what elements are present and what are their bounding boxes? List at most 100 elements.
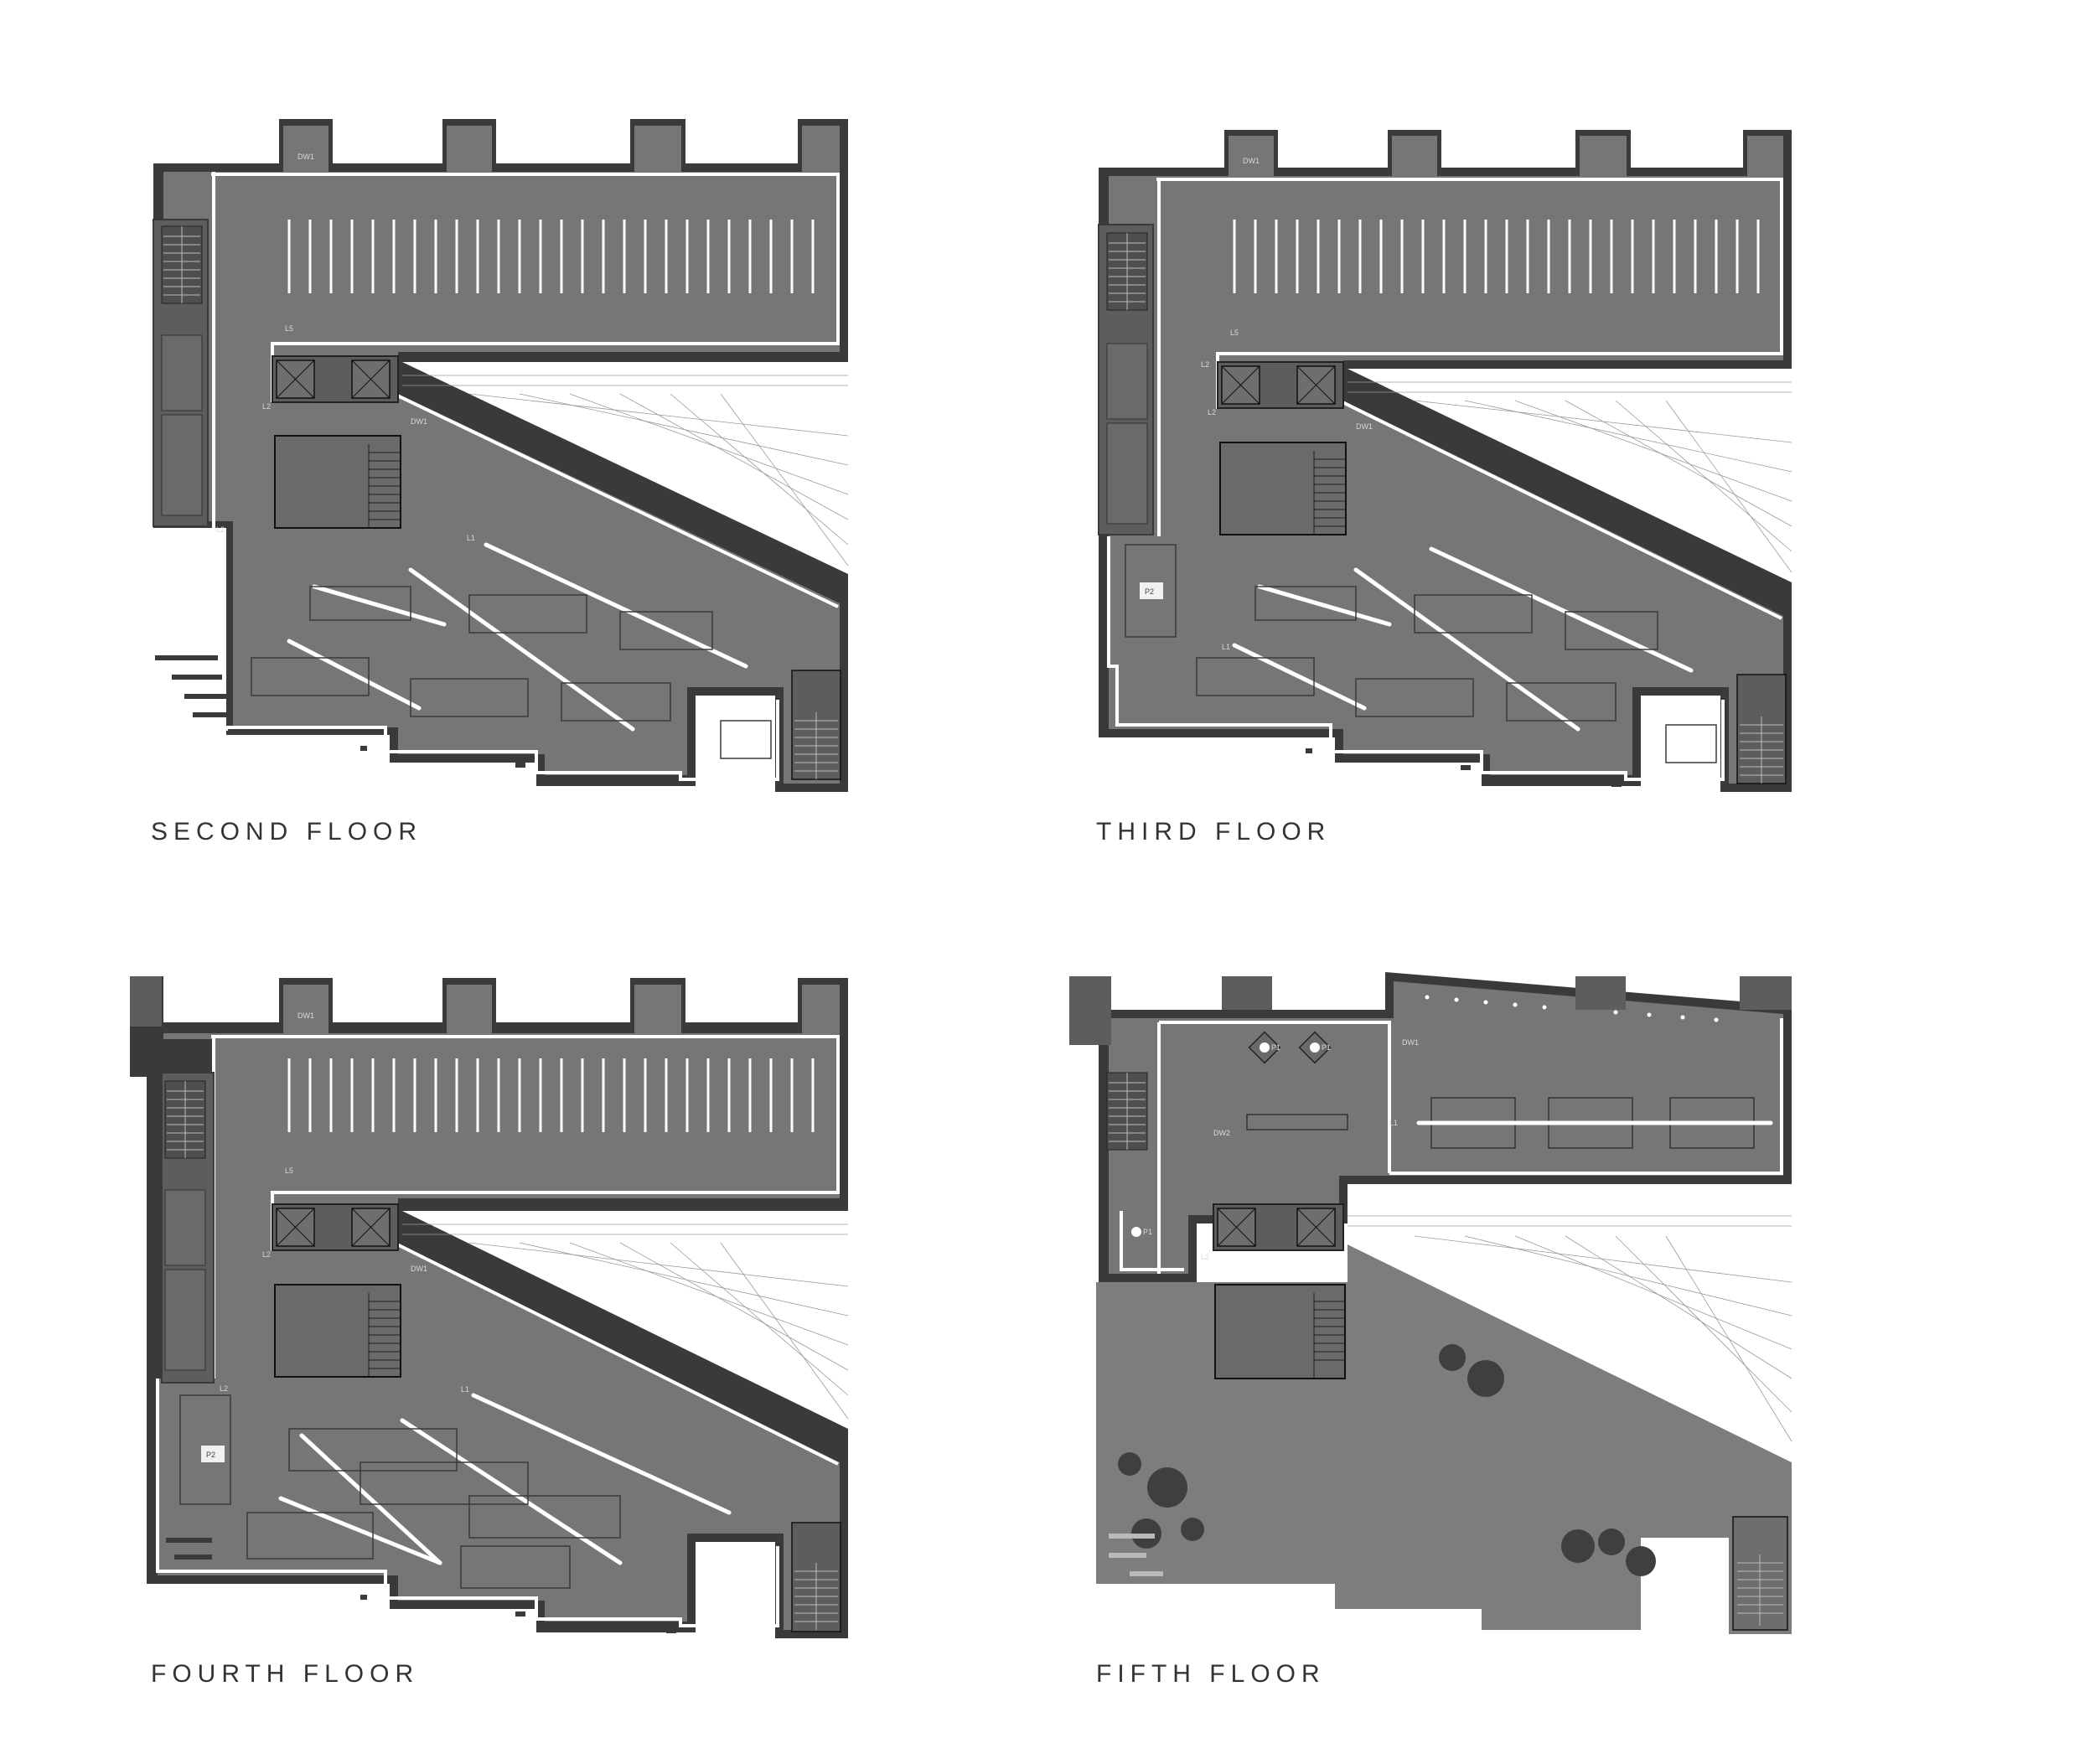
- plan-second-floor: DW1 L5 L2 DW1 L2 L1 SECOND FLOOR: [151, 119, 849, 846]
- atrium-lines: [402, 1223, 849, 1420]
- counter: [1246, 1114, 1348, 1130]
- tag-l1: L1: [1389, 1119, 1398, 1127]
- reading-lights: [1232, 546, 1694, 732]
- restroom-2: [164, 1269, 206, 1371]
- tag-l2-b: L2: [220, 1384, 228, 1393]
- corner-block-mid: [1222, 976, 1272, 1010]
- stair-right-treads: [794, 1563, 838, 1630]
- atrium-void: [402, 1211, 848, 1429]
- atrium-void: [1348, 1203, 1792, 1462]
- tag-l5: L5: [285, 1167, 293, 1175]
- stair-right-treads: [1740, 716, 1783, 784]
- corner-block-left: [1069, 976, 1111, 1045]
- edge-light: [199, 172, 840, 781]
- plan-fifth-floor: P1 P1 DW1 DW2 L1 L2 P1: [1069, 972, 1792, 1688]
- tag-dw1: DW1: [297, 1011, 314, 1020]
- entry-steps: [1306, 748, 1622, 787]
- tables: [1125, 544, 1717, 763]
- floor-slab: [158, 985, 840, 1630]
- shelving-rows: [287, 1058, 815, 1132]
- elevator-1-cross: [276, 360, 315, 399]
- elevator-2-cross: [351, 1208, 391, 1247]
- floor-slab: [1109, 981, 1783, 1274]
- elevator-2-cross: [351, 360, 391, 399]
- tag-l1: L1: [467, 534, 475, 542]
- edge-light: [1120, 1018, 1783, 1274]
- restroom-2: [161, 414, 203, 516]
- entry-steps: [166, 1538, 676, 1633]
- tag-l5: L5: [285, 324, 293, 333]
- atrium-lines: [1348, 1215, 1792, 1442]
- restroom-2: [1106, 422, 1148, 525]
- floor-slab: [1109, 136, 1783, 784]
- restroom-1: [164, 1189, 206, 1266]
- tag-p2: P2: [206, 1451, 215, 1459]
- plan-title-second: SECOND FLOOR: [151, 818, 422, 846]
- tag-p1-c: P1: [1143, 1228, 1152, 1236]
- light-p1-c: [1131, 1227, 1141, 1237]
- plan-title-third: THIRD FLOOR: [1096, 818, 1331, 846]
- entry-steps: [155, 655, 676, 784]
- tag-l2: L2: [262, 1250, 271, 1259]
- tag-dw1: DW1: [297, 153, 314, 161]
- tag-l1: L1: [461, 1385, 469, 1394]
- terrace-steps: [1109, 1534, 1163, 1576]
- atrium-lines: [1348, 381, 1792, 573]
- tag-dw1-b: DW1: [411, 1265, 427, 1273]
- stair-right-treads: [1737, 1554, 1783, 1626]
- light-p2: [201, 1446, 225, 1462]
- elevator-2-cross: [1296, 1208, 1336, 1247]
- tag-dw1-b: DW1: [1356, 422, 1373, 431]
- tag-l2: L2: [1208, 408, 1216, 416]
- plan-fourth-floor: P2 DW1 L5 L2 DW1 L2 L1 FOURTH FLOOR: [130, 976, 849, 1688]
- tag-l5: L5: [1230, 328, 1239, 337]
- plan-title-fifth: FIFTH FLOOR: [1096, 1660, 1326, 1688]
- light-p2: [1140, 582, 1163, 599]
- tag-l1: L1: [1222, 643, 1230, 651]
- stair-left-treads: [1109, 233, 1146, 310]
- tag-p1-b: P1: [1322, 1043, 1331, 1052]
- stair-core-treads: [368, 1293, 401, 1377]
- tag-p1-a: P1: [1271, 1043, 1280, 1052]
- tag-dw2: DW2: [1213, 1129, 1230, 1137]
- stair-right-treads: [794, 712, 838, 779]
- elevator-1-cross: [1217, 1208, 1256, 1247]
- tag-dw1-b: DW1: [411, 417, 427, 426]
- tag-l2-b: L2: [1201, 360, 1209, 369]
- stair-core: [1214, 1284, 1346, 1379]
- atrium-void: [1348, 369, 1792, 582]
- reading-lights: [278, 1393, 732, 1565]
- tag-l2: L2: [262, 402, 271, 411]
- tag-l2-b: L2: [216, 525, 225, 534]
- atrium-lines: [402, 375, 849, 566]
- stair-corner: [130, 976, 162, 1027]
- corner-block-right2: [1740, 976, 1792, 1010]
- plan-third-floor: P2 DW1 L5 L2 DW1 L2 L1 THIRD FLOOR: [1096, 130, 1792, 846]
- tag-dw1: DW1: [1402, 1038, 1419, 1047]
- elevator-1-cross: [1221, 365, 1260, 405]
- elevator-2-cross: [1296, 365, 1336, 405]
- stair-core: [1219, 442, 1347, 535]
- stair-core: [274, 435, 401, 529]
- edge-light: [1107, 178, 1783, 781]
- floor-slab: [163, 126, 840, 784]
- tree-icon: [1118, 1344, 1656, 1576]
- stair-core-treads: [1313, 451, 1346, 535]
- light-p1-a: [1260, 1042, 1270, 1053]
- stair-left-treads: [163, 226, 200, 303]
- stair-core: [274, 1284, 401, 1378]
- corner-block-right1: [1575, 976, 1626, 1010]
- restroom-1: [161, 334, 203, 411]
- stair-left-treads: [167, 1081, 204, 1158]
- plan-title-fourth: FOURTH FLOOR: [151, 1660, 419, 1688]
- restroom-1: [1106, 343, 1148, 420]
- shelving-rows: [287, 220, 815, 293]
- stair-left-treads: [1109, 1073, 1146, 1150]
- tables: [179, 1394, 621, 1589]
- tag-l2: L2: [1201, 1253, 1209, 1261]
- light-p1-b: [1310, 1042, 1320, 1053]
- reading-lights: [287, 542, 748, 732]
- tag-p2: P2: [1145, 587, 1154, 596]
- perimeter-lights: [1425, 995, 1719, 1022]
